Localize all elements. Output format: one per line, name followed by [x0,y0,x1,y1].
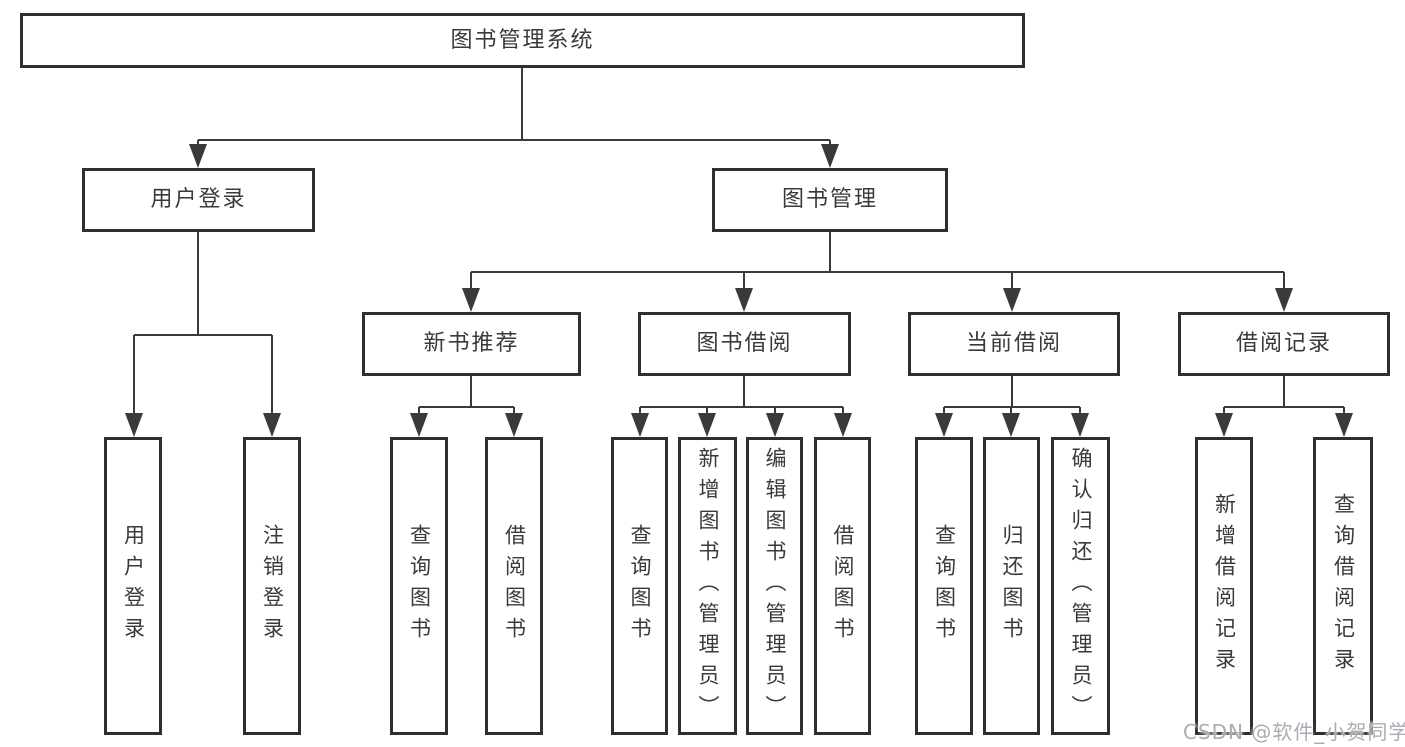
leaf-query-books-borrowing-label: 查询图书 [628,524,652,648]
leaf-confirm-return-admin-label: 确认归还（管理员） [1069,446,1093,726]
arrowhead-icon [834,413,852,437]
node-book-borrowing: 图书借阅 [638,312,851,376]
csdn-watermark: CSDN @软件_小贺同学 [1183,720,1405,744]
leaf-query-books-current: 查询图书 [915,437,973,735]
leaf-logout: 注销登录 [243,437,301,735]
node-book-borrowing-label: 图书借阅 [696,331,793,356]
leaf-borrow-books-borrowing-label: 借阅图书 [831,524,855,648]
leaf-return-books-label: 归还图书 [1000,524,1024,648]
leaf-query-books-current-label: 查询图书 [932,524,957,648]
leaf-logout-label: 注销登录 [260,524,285,648]
leaf-query-borrow-record: 查询借阅记录 [1313,437,1373,735]
arrowhead-icon [1215,413,1233,437]
arrowhead-icon [1071,413,1089,437]
arrowhead-icon [263,413,281,437]
connector-lines [134,68,1344,408]
leaf-edit-book-admin-label: 编辑图书（管理员） [763,446,787,726]
leaf-confirm-return-admin: 确认归还（管理员） [1051,437,1110,735]
node-book-management-label: 图书管理 [781,187,878,212]
leaf-add-book-admin: 新增图书（管理员） [678,437,737,735]
arrowhead-icon [189,144,207,168]
node-current-borrowing-label: 当前借阅 [965,331,1062,356]
node-borrowing-records-label: 借阅记录 [1235,331,1332,356]
arrowhead-icon [1003,288,1021,312]
leaf-edit-book-admin: 编辑图书（管理员） [746,437,803,735]
leaf-borrow-books-recommend: 借阅图书 [485,437,543,735]
node-library-system-label: 图书管理系统 [450,27,595,53]
leaf-query-books-recommend-label: 查询图书 [407,524,432,648]
node-user-login-label: 用户登录 [150,187,247,212]
arrowhead-icon [410,413,428,437]
leaf-borrow-books-borrowing: 借阅图书 [814,437,871,735]
arrowhead-icon [505,413,523,437]
leaf-query-books-borrowing: 查询图书 [611,437,668,735]
arrowhead-icon [1335,413,1353,437]
arrowhead-icon [1002,413,1020,437]
arrowhead-icon [821,144,839,168]
node-borrowing-records: 借阅记录 [1178,312,1390,376]
arrowhead-icon [935,413,953,437]
leaf-user-login-label: 用户登录 [121,524,146,648]
leaf-user-login: 用户登录 [104,437,162,735]
arrowhead-icon [1275,288,1293,312]
node-user-login: 用户登录 [82,168,315,232]
arrowhead-icon [766,413,784,437]
leaf-add-borrow-record-label: 新增借阅记录 [1212,493,1237,679]
node-book-management: 图书管理 [712,168,948,232]
node-new-book-recommend-label: 新书推荐 [423,331,520,356]
leaf-add-borrow-record: 新增借阅记录 [1195,437,1253,735]
leaf-query-borrow-record-label: 查询借阅记录 [1331,493,1356,679]
arrowhead-icon [125,413,143,437]
leaf-borrow-books-recommend-label: 借阅图书 [502,524,527,648]
node-new-book-recommend: 新书推荐 [362,312,581,376]
leaf-add-book-admin-label: 新增图书（管理员） [696,446,720,726]
leaf-return-books: 归还图书 [983,437,1040,735]
arrowhead-icon [698,413,716,437]
arrowhead-icon [735,288,753,312]
arrowhead-icon [462,288,480,312]
leaf-query-books-recommend: 查询图书 [390,437,448,735]
node-current-borrowing: 当前借阅 [908,312,1120,376]
arrowhead-icon [631,413,649,437]
node-library-system: 图书管理系统 [20,13,1025,68]
arrowheads [125,140,1353,437]
